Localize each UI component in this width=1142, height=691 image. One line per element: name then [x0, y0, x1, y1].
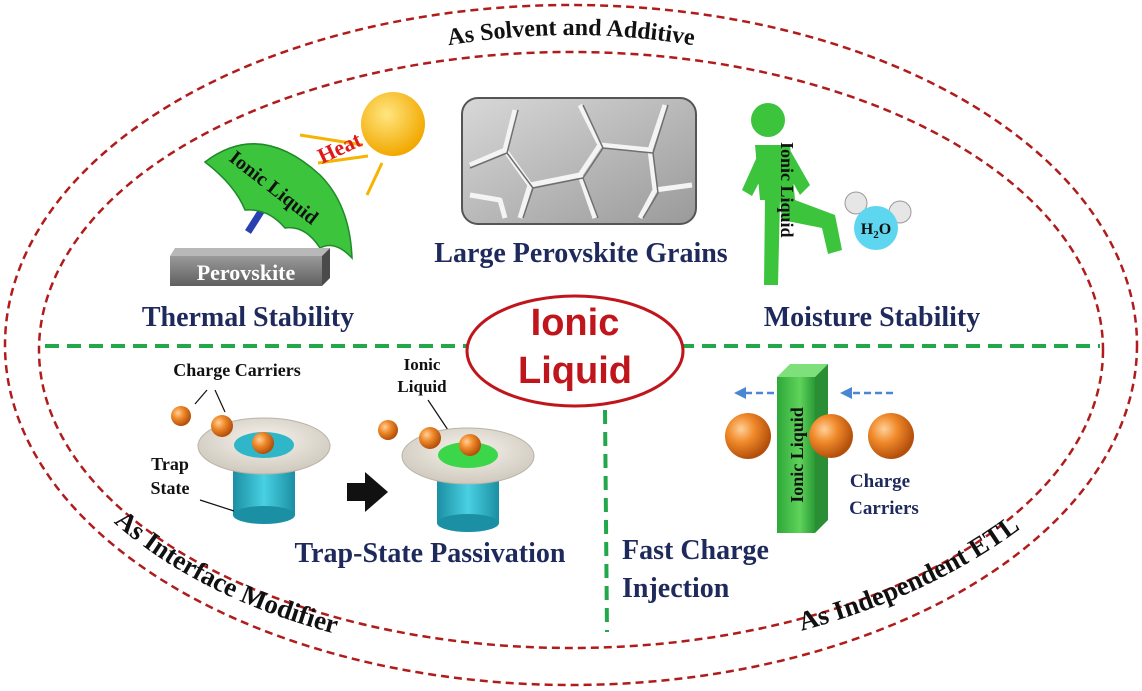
right-arrow-icon [347, 472, 388, 512]
fast-charge-title-line2: Injection [622, 573, 730, 604]
trap-disk-icon [171, 406, 331, 524]
carrier-label-line2: Carriers [849, 498, 919, 519]
center-title-line2: Liquid [518, 350, 632, 392]
center-title-line1: Ionic [531, 302, 620, 344]
ionic-label-line2: Liquid [397, 377, 447, 396]
thermal-stability-title: Thermal Stability [142, 302, 354, 333]
dashed-arrow-icon [840, 387, 893, 399]
heat-label: Heat [314, 126, 366, 168]
label-solvent-additive: As Solvent and Additive [445, 15, 697, 51]
center-badge: Ionic Liquid [465, 294, 685, 408]
moisture-quadrant: Ionic Liquid H2O Moisture Stability [742, 103, 980, 333]
charge-carrier-icon [459, 434, 481, 456]
ionic-label-line1: Ionic [404, 355, 441, 374]
charge-carrier-icon [809, 414, 853, 458]
charge-carrier-icon [419, 427, 441, 449]
charge-carrier-icon [171, 406, 191, 426]
heat-ray [365, 162, 384, 196]
slab-label: Ionic Liquid [787, 407, 807, 503]
passivation-quadrant: Charge Carriers Trap State Ionic Liquid [151, 355, 566, 569]
passivated-disk-icon [378, 420, 535, 532]
running-figure-icon: Ionic Liquid [742, 103, 842, 285]
charge-carrier-icon [725, 413, 771, 459]
heat-ray [299, 133, 364, 147]
pointer-line [199, 499, 235, 512]
thermal-quadrant: Heat Ionic Liquid Perovskite Thermal Sta… [142, 92, 425, 333]
charge-carriers-label: Charge Carriers [173, 360, 300, 380]
grains-quadrant: Large Perovskite Grains [434, 97, 728, 269]
moisture-stability-title: Moisture Stability [764, 302, 980, 333]
fast-charge-title-line1: Fast Charge [622, 535, 769, 566]
outer-ellipse [3, 3, 1139, 687]
label-independent-etl: As Independent ETL [795, 509, 1024, 637]
large-grains-title: Large Perovskite Grains [434, 238, 728, 269]
divider-vertical [603, 409, 609, 633]
trap-label-line1: Trap [151, 454, 189, 474]
label-interface-modifier: As Interface Modifier [110, 504, 342, 640]
figure-label: Ionic Liquid [777, 142, 797, 238]
trap-state-passivation-title: Trap-State Passivation [295, 538, 566, 569]
pointer-line [214, 389, 226, 413]
charge-carrier-icon [378, 420, 398, 440]
perovskite-label: Perovskite [197, 260, 296, 285]
pointer-line [194, 389, 208, 405]
dashed-arrow-icon [734, 387, 785, 399]
heat-ray [317, 154, 369, 165]
perovskite-block-icon: Perovskite [170, 248, 330, 286]
water-molecule-icon: H2O [844, 191, 912, 250]
charge-carrier-icon [252, 432, 274, 454]
carrier-label-line1: Charge [850, 471, 910, 492]
charge-carrier-icon [868, 413, 914, 459]
inner-ellipse [37, 50, 1105, 650]
trap-label-line2: State [151, 478, 190, 498]
water-label: H2O [861, 221, 891, 241]
charge-carrier-icon [211, 415, 233, 437]
grain-texture-icon [461, 97, 697, 225]
injection-quadrant: Ionic Liquid Charge Carriers Fast Charge… [622, 364, 919, 604]
sun-icon [361, 92, 425, 156]
